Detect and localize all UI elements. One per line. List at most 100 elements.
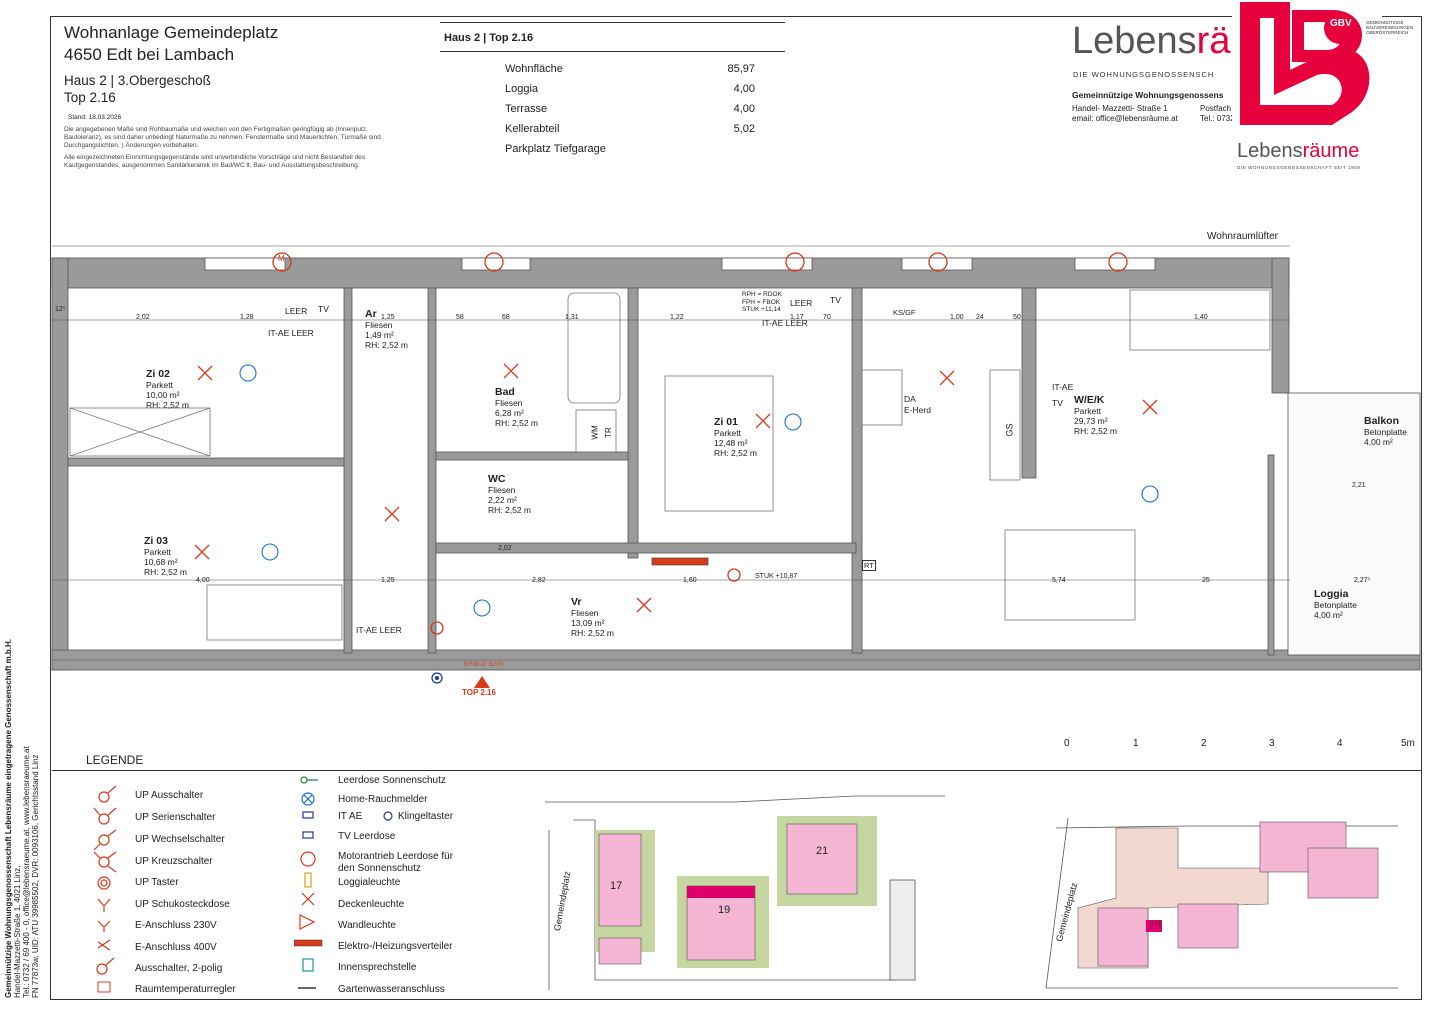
legend-item: UP Kreuzschalter xyxy=(135,856,213,867)
legend-item: Elektro-/Heizungsverteiler xyxy=(338,941,453,952)
dim-label: 1,17 xyxy=(790,314,804,321)
legend-item: E-Anschluss 230V xyxy=(135,920,217,931)
date-stamp: Stand: 18.03.2026 xyxy=(68,114,122,121)
it-ae-leer-label: IT-AE LEER xyxy=(356,625,402,635)
floor-plan xyxy=(51,245,1421,688)
site-map xyxy=(545,795,945,990)
legend-item: Gartenwasseranschluss xyxy=(338,984,445,995)
rph-label: RPH = RDOK xyxy=(742,291,782,298)
brand-logo: GBV xyxy=(1232,0,1382,130)
room-balkon: Balkon Betonplatte 4,00 m² xyxy=(1364,415,1408,447)
room-vr: Vr Fliesen 13,09 m² RH: 2,52 m xyxy=(571,596,614,638)
dim-label: 2,02 xyxy=(136,314,150,321)
disclaimer-2: Alle eingezeichneten Einrichtungsgegenst… xyxy=(64,154,366,169)
it-ae-label: IT-AE xyxy=(1052,382,1074,392)
scale-tick: 4 xyxy=(1337,738,1343,749)
legend-item: Wandleuchte xyxy=(338,920,396,931)
dim-label: 12⁵ xyxy=(55,306,66,313)
room-zi01: Zi 01 Parkett 12,48 m² RH: 2,52 m xyxy=(714,416,757,458)
legend-item: UP Schukosteckdose xyxy=(135,899,230,910)
scale-tick: 0 xyxy=(1064,738,1070,749)
legend-item: Ausschalter, 2-polig xyxy=(135,963,223,974)
company-postbox: Postfach 2 xyxy=(1200,104,1238,113)
side-company-text: Gemeinnützige Wohnungsgenossenschaft Leb… xyxy=(4,568,40,998)
legend-item: Deckenleuchte xyxy=(338,899,405,910)
room-loggia: Loggia Betonplatte 4,00 m² xyxy=(1314,588,1358,620)
dim-label: 1,40 xyxy=(1194,314,1208,321)
company-email: email: office@lebensräume.at xyxy=(1072,114,1178,123)
stuk-label: STUK +10,87 xyxy=(755,573,798,580)
legend-item: UP Ausschalter xyxy=(135,790,204,801)
legend-item: IT AE xyxy=(338,811,363,822)
dim-label: 1,22 xyxy=(670,314,684,321)
door-tag: EI²30-C S200 xyxy=(464,661,504,668)
company-tagline: DIE WOHNUNGSGENOSSENSCH xyxy=(1073,70,1215,79)
gbv-mark: GBV xyxy=(1330,18,1352,29)
logo-wordmark: Lebensräume xyxy=(1237,140,1360,162)
logo-mark-icon xyxy=(1240,2,1370,125)
building-label: 21 xyxy=(816,845,829,857)
legend-title: LEGENDE xyxy=(86,753,144,767)
dim-label: 2,27⁵ xyxy=(1354,577,1371,584)
dim-label: 58 xyxy=(456,314,464,321)
legend-item: Innensprechstelle xyxy=(338,962,417,973)
room-zi03: Zi 03 Parkett 10,68 m² RH: 2,52 m xyxy=(144,535,187,577)
dim-label: 1,00 xyxy=(950,314,964,321)
legend-item: Home-Rauchmelder xyxy=(338,794,428,805)
keyplan-unit-tag: 2.16 xyxy=(1150,921,1162,927)
summary-table: Haus 2 | Top 2.16 xyxy=(440,22,785,52)
tv-label: TV xyxy=(830,295,841,305)
wm-label: WM xyxy=(590,425,600,440)
room-zi02: Zi 02 Parkett 10,00 m² RH: 2,52 m xyxy=(146,368,189,410)
dim-label: 2,02 xyxy=(498,545,512,552)
scale-tick: 5m xyxy=(1401,738,1415,749)
logo-tagline: DIE WOHNUNGSGENOSSENSCHAFT SEIT 1909 xyxy=(1237,165,1361,170)
unit-title: Top 2.16 xyxy=(64,90,116,105)
wohnraumluefter-label: Wohnraumlüfter xyxy=(1207,231,1278,242)
key-plan xyxy=(1045,817,1398,989)
building-label: 19 xyxy=(718,904,731,916)
scale-tick: 2 xyxy=(1201,738,1207,749)
gbv-text: GEMEINNÜTZIGE BAUVEREINIGUNGEN OBERÖSTER… xyxy=(1366,20,1414,35)
gs-label: GS xyxy=(1004,423,1015,437)
disclaimer-1: Die angegebenen Maße sind Rohbaumaße und… xyxy=(64,126,381,149)
room-bad: Bad Fliesen 6,28 m² RH: 2,52 m xyxy=(495,386,538,428)
legend-item: Leerdose Sonnenschutz xyxy=(338,775,446,786)
dim-label: 50 xyxy=(1013,314,1021,321)
legend-item: UP Wechselschalter xyxy=(135,834,225,845)
side-line-2: Handel-Mazzetti-Straße 1, 4021 Linz, xyxy=(13,865,22,998)
title-block: Wohnanlage Gemeindeplatz 4650 Edt bei La… xyxy=(64,22,404,170)
company-wordmark: Lebensräume xyxy=(1072,20,1242,62)
legend-item: Loggialeuchte xyxy=(338,877,401,888)
dim-label: 1,60 xyxy=(683,577,697,584)
dim-label: 24 xyxy=(976,314,984,321)
dim-label: 1,25 xyxy=(381,577,395,584)
dim-label: 4,00 xyxy=(196,577,210,584)
room-wek: W/E/K Parkett 29,73 m² RH: 2,52 m xyxy=(1074,394,1117,436)
legend-item: UP Serienschalter xyxy=(135,812,216,823)
dim-label: 5,74 xyxy=(1052,577,1066,584)
legend-symbols2-icon xyxy=(294,776,393,989)
company-fullname: Gemeinnützige Wohnungsgenossens xyxy=(1072,90,1224,100)
legend-item: Motorantrieb Leerdose für den Sonnenschu… xyxy=(338,851,454,874)
top-marker-label: TOP 2.16 xyxy=(462,688,496,697)
scale-tick: 1 xyxy=(1133,738,1139,749)
stuk2-label: STUK +11,14 xyxy=(742,306,781,313)
legend-item: TV Leerdose xyxy=(338,831,396,842)
side-line-4: FN 77873w, UID: ATU 39985502, DVR: 00931… xyxy=(31,754,40,998)
side-line-3: Tel.: 0732 / 69 400 - 0, office@lebensra… xyxy=(22,746,31,998)
room-ar: Ar Fliesen 1,49 m² RH: 2,52 m xyxy=(365,308,408,350)
leer-label: LEER xyxy=(790,298,813,308)
dim-label: 68 xyxy=(502,314,510,321)
legend-item: Raumtemperaturregler xyxy=(135,984,236,995)
leer-label: LEER xyxy=(285,306,308,316)
scale-tick: 3 xyxy=(1269,738,1275,749)
building-label: 17 xyxy=(610,880,623,892)
project-location: 4650 Edt bei Lambach xyxy=(64,45,235,64)
dim-label: 25 xyxy=(1202,577,1210,584)
summary-heading: Haus 2 | Top 2.16 xyxy=(444,32,534,44)
eherd-label: E-Herd xyxy=(904,405,931,415)
project-title: Wohnanlage Gemeindeplatz xyxy=(64,23,279,42)
dim-label: 1,28 xyxy=(240,314,254,321)
motor-m-label: M xyxy=(278,254,285,263)
